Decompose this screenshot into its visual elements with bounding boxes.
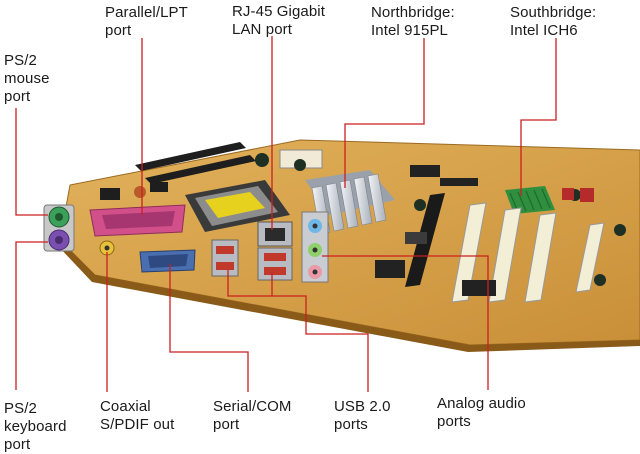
label-northbridge: Northbridge: Intel 915PL: [371, 4, 455, 39]
label-rj45: RJ-45 Gigabit LAN port: [232, 3, 326, 38]
label-coaxial: Coaxial S/PDIF out: [100, 398, 175, 433]
leader-southbridge: [520, 38, 557, 196]
leader-ps2-keyboard: [15, 241, 48, 390]
label-usb: USB 2.0 ports: [334, 398, 391, 433]
leader-ps2-mouse: [15, 108, 48, 216]
usb-stack-right: [257, 247, 293, 281]
usb-stack-left: [211, 239, 239, 277]
leader-usb: [227, 270, 369, 392]
ram-slots: [135, 142, 256, 184]
pcb-board: [59, 139, 640, 346]
label-southbridge: Southbridge: Intel ICH6: [510, 4, 597, 39]
label-parallel: Parallel/LPT port: [105, 4, 188, 39]
label-ps2-mouse: PS/2 mouse port: [4, 52, 50, 105]
leader-lines: [15, 36, 557, 392]
label-audio: Analog audio ports: [437, 395, 526, 430]
label-serial: Serial/COM port: [213, 398, 292, 433]
rear-io-panel: [43, 204, 329, 283]
label-ps2-keyboard: PS/2 keyboard port: [4, 400, 67, 453]
rj45-port: [257, 221, 293, 247]
leader-audio: [322, 255, 489, 390]
leader-serial: [169, 264, 249, 392]
cpu-socket: [185, 180, 290, 232]
leader-northbridge: [344, 38, 425, 188]
